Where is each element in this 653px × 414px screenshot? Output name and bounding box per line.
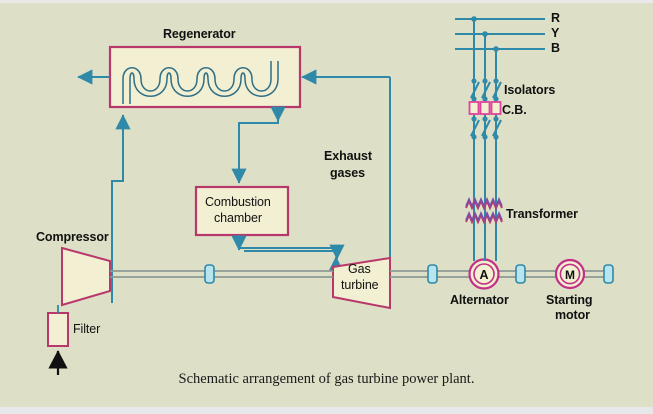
- flow-regenerator-to-combustion: [231, 107, 279, 184]
- isolators-upper: [470, 78, 502, 102]
- busbar-phase-label-b: B: [551, 41, 560, 55]
- regenerator-label: Regenerator: [163, 27, 236, 41]
- busbar-lines: [455, 18, 545, 50]
- filter-box: [47, 312, 69, 347]
- regenerator-coil-inner: [129, 61, 279, 104]
- isolators-lower: [470, 116, 502, 140]
- gas-turbine-body: [332, 256, 391, 310]
- exhaust-gases-label-line2: gases: [330, 166, 365, 180]
- flow-combustion-to-turbine: [238, 235, 345, 260]
- alternator-symbol: A: [468, 258, 500, 290]
- compressor-label: Compressor: [36, 230, 109, 244]
- flow-compressor-to-regenerator: [111, 114, 131, 303]
- starting-motor-label-line2: motor: [555, 308, 590, 322]
- circuit-breaker-label: C.B.: [502, 103, 527, 117]
- combustion-chamber-label-line1: Combustion: [205, 195, 271, 209]
- circuit-breakers: [468, 101, 502, 115]
- transformer-label: Transformer: [506, 207, 578, 221]
- starting-motor-label-line1: Starting: [546, 293, 593, 307]
- phase-feeders: [471, 16, 499, 261]
- svg-text:A: A: [479, 268, 488, 282]
- combustion-chamber-label-line2: chamber: [214, 211, 262, 225]
- exhaust-gases-label-line1: Exhaust: [324, 149, 372, 163]
- isolators-label: Isolators: [504, 83, 556, 97]
- compressor-body: [61, 246, 111, 307]
- regenerator-unit: [108, 45, 302, 109]
- filter-label: Filter: [73, 322, 101, 336]
- combustion-chamber-box: [194, 185, 290, 237]
- schematic-svg: A M: [47, 16, 614, 375]
- gas-turbine-label-line2: turbine: [341, 278, 379, 292]
- busbar-phase-label-r: R: [551, 11, 560, 25]
- regenerator-coil-outer: [122, 61, 272, 104]
- figure-caption: Schematic arrangement of gas turbine pow…: [178, 371, 475, 387]
- shaft-bearings: [204, 264, 614, 284]
- diagram-canvas: A M: [0, 3, 653, 414]
- transformer-windings: [465, 196, 503, 225]
- svg-text:M: M: [565, 268, 575, 282]
- busbar-phase-label-y: Y: [551, 26, 560, 40]
- bottom-strip: [0, 407, 653, 414]
- alternator-label: Alternator: [450, 293, 509, 307]
- gas-turbine-label-line1: Gas: [348, 262, 371, 276]
- starting-motor-symbol: M: [554, 258, 586, 290]
